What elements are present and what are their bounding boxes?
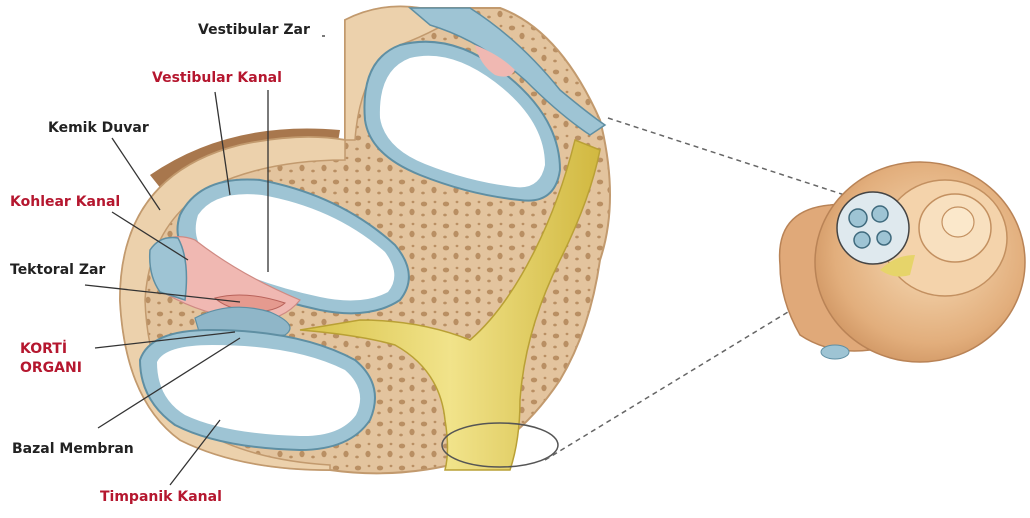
label-korti-line2: ORGANI — [20, 360, 82, 377]
label-kohlear-kanal: Kohlear Kanal — [10, 194, 120, 211]
label-vestibular-kanal: Vestibular Kanal — [152, 70, 282, 87]
cochlea-shell — [780, 162, 1025, 362]
projection-line-top — [608, 118, 860, 200]
label-bazal-membran: Bazal Membran — [12, 441, 134, 458]
label-kemik-duvar: Kemik Duvar — [48, 120, 149, 137]
label-vestibular-zar: Vestibular Zar — [198, 22, 310, 39]
label-timpanik-kanal: Timpanik Kanal — [100, 489, 222, 506]
cochlea-cut-circle — [837, 192, 909, 264]
label-tektoral-zar: Tektoral Zar — [10, 262, 105, 279]
label-korti-line1: KORTİ — [20, 341, 67, 358]
